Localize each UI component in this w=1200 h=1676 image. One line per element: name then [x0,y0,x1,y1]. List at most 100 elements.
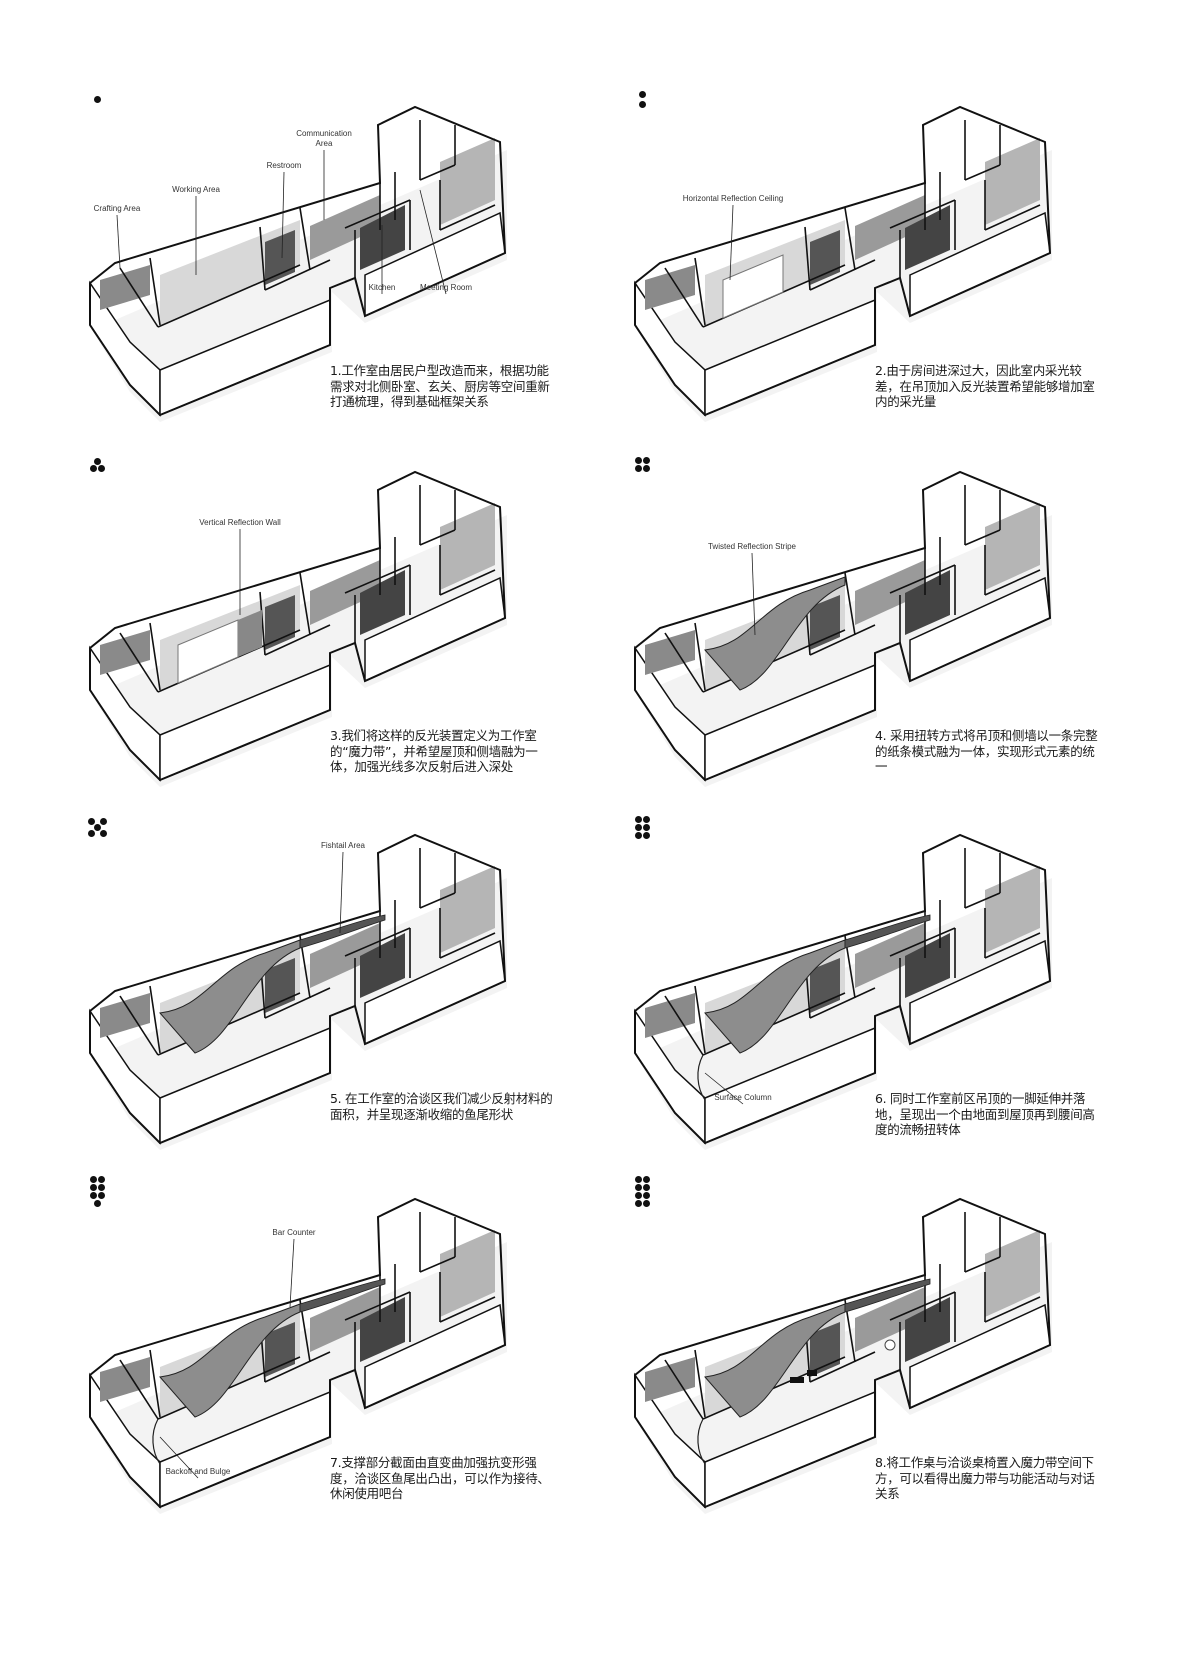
reflection-ceiling [722,254,784,319]
meeting-floor [985,138,1040,225]
interior-wall [664,995,704,1056]
interior-wall [809,259,876,291]
axonometric-drawing: Horizontal Reflection Ceiling [634,105,1052,422]
label-meeting: Meeting Room [420,283,472,292]
fishtail-ribbon [299,1278,386,1313]
marker-dot [635,1200,642,1207]
interior-wall [419,892,456,909]
marker-dot [643,457,650,464]
meeting-floor [985,866,1040,953]
marker-dot [90,1184,97,1191]
marker-dot [98,1184,105,1191]
step-marker [633,447,653,473]
crafting-floor [645,265,695,310]
surface-column [697,1054,706,1101]
step-marker [88,810,108,837]
interior-wall [664,632,704,693]
marker-dot [639,101,646,108]
crafting-floor [100,1357,150,1402]
interior-wall [439,932,496,959]
interior-wall [809,987,876,1019]
fishtail-ribbon [844,914,931,949]
label-surface-column-leader [704,1072,744,1105]
building-outline [634,833,1052,1145]
marker-dot [94,458,101,465]
interior-wall [844,572,856,636]
building-outline [89,1197,507,1509]
meeting-table [884,1339,896,1351]
meeting-floor [440,866,495,953]
interior-wall [299,572,311,636]
interior-wall [694,622,706,691]
building-outline [634,470,1052,782]
kitchen-floor [360,570,405,635]
interior-wall [694,1349,706,1418]
building-outline [89,105,507,417]
interior-wall [889,927,956,957]
crafting-floor [645,1357,695,1402]
marker-dot [643,816,650,823]
interior-wall [149,257,161,326]
reflection-wall [238,610,262,657]
surface-column [152,1418,161,1465]
label-vertical-wall: Vertical Reflection Wall [199,518,281,527]
interior-wall [809,1351,876,1383]
crafting-floor [100,630,150,675]
interior-wall [419,164,456,181]
building-outline [634,1197,1052,1509]
label-fishtail-leader [339,851,344,934]
marker-dot [88,830,95,837]
interior-wall [889,199,956,229]
interior-wall [149,622,161,691]
marker-dot [90,1176,97,1183]
interior-wall [664,1359,704,1420]
building-outline [89,833,507,1145]
kitchen-floor [905,570,950,635]
interior-wall [344,927,411,957]
interior-wall [844,207,856,271]
label-bar-counter-leader [289,1238,295,1308]
kitchen-floor [360,1297,405,1362]
interior-wall [694,985,706,1054]
meeting-floor [440,503,495,590]
surface-column [697,1418,706,1465]
interior-wall [439,204,496,231]
step-marker [633,82,653,108]
label-twisted-stripe-leader [751,552,756,636]
marker-dot [94,96,101,103]
building-outline [634,105,1052,417]
interior-wall [119,632,159,693]
interior-wall [964,892,1001,909]
interior-wall [259,591,266,656]
kitchen-floor [905,205,950,270]
marker-dot [94,1200,101,1207]
step-caption: 8.将工作桌与洽谈桌椅置入魔力带空间下方，可以看得出魔力带与功能活动与对话关系 [875,1455,1095,1501]
fishtail-ribbon [844,1278,931,1313]
work-desk [790,1377,804,1383]
marker-dot [643,1192,650,1199]
label-crafting-leader [116,214,121,269]
marker-dot [635,457,642,464]
interior-wall [344,564,411,594]
marker-dot [100,818,107,825]
marker-dot [98,1176,105,1183]
step-marker [633,810,653,839]
step-caption: 2.由于房间进深过大，因此室内采光较差，在吊顶加入反光装置希望能够增加室内的采光… [875,363,1095,409]
meeting-floor [440,138,495,225]
interior-wall [259,226,266,291]
kitchen-floor [360,933,405,998]
building-outline [89,470,507,782]
marker-dot [635,465,642,472]
label-backoff-bulge-leader [159,1436,199,1479]
interior-wall [809,624,876,656]
marker-dot [100,830,107,837]
interior-wall [964,1256,1001,1273]
step-caption: 4. 采用扭转方式将吊顶和侧墙以一条完整的纸条模式融为一体，实现形式元素的统一 [875,728,1098,774]
